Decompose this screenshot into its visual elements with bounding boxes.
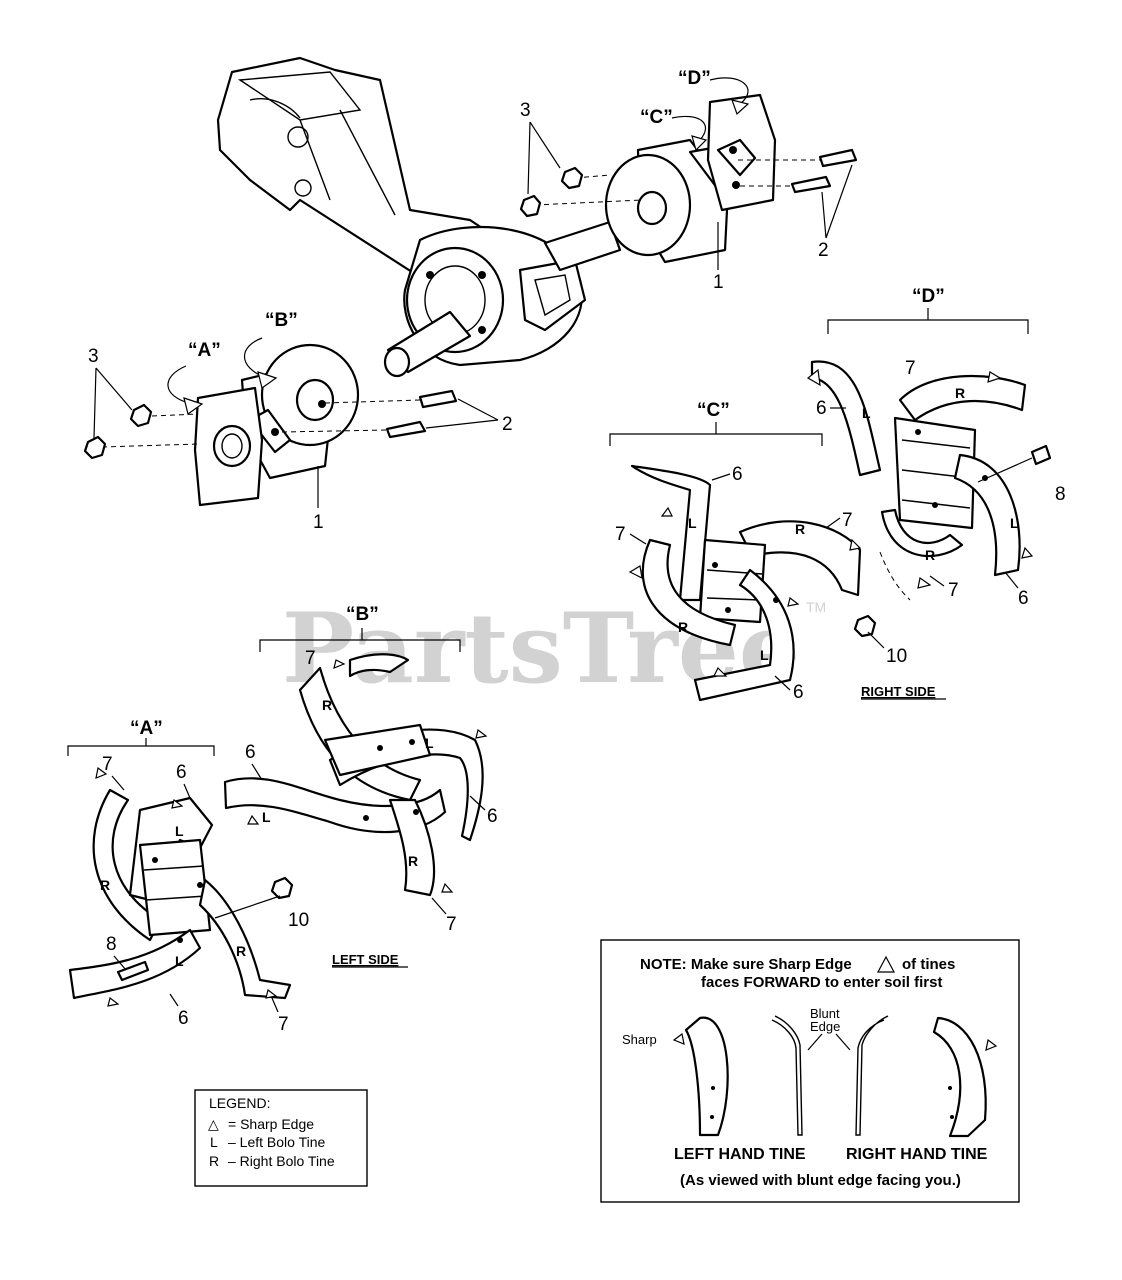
legend-row-3-text: – Right Bolo Tine: [228, 1153, 335, 1169]
group-d-label: “D”: [912, 286, 945, 307]
callouts-left: “B” “A” 3 2 1: [88, 310, 513, 533]
callout-b-top: “B”: [265, 310, 298, 331]
group-a-num-10: 10: [288, 910, 309, 931]
right-hand-tine-sketch: [932, 1016, 987, 1138]
group-b-tine-r: R: [322, 697, 332, 713]
note-footnote: (As viewed with blunt edge facing you.): [680, 1172, 961, 1189]
group-d-tine-l: L: [862, 405, 871, 421]
group-a-num-7: 7: [102, 754, 113, 775]
group-c-tine-l2: L: [760, 647, 769, 663]
group-d-tine-r2: R: [925, 547, 935, 563]
group-d-num-7: 7: [905, 358, 916, 379]
edge-label: Edge: [810, 1019, 840, 1034]
group-a-num-8: 8: [106, 934, 117, 955]
group-c-num-10: 10: [886, 646, 907, 667]
group-c-num-7: 7: [615, 524, 626, 545]
group-c-label: “C”: [697, 400, 730, 421]
tine-group-d: “D” L R L R 7 6 8 7 6: [806, 286, 1066, 609]
group-b-num-6b: 6: [487, 806, 498, 827]
tine-group-c: “C” L R L R 6 7 7 6 10: [609, 400, 907, 703]
group-a-tine-r2: R: [236, 943, 246, 959]
group-a-tine-l: L: [175, 823, 184, 839]
note-line-1: NOTE: Make sure Sharp Edge: [640, 956, 852, 973]
legend-row-2-text: – Left Bolo Tine: [228, 1134, 326, 1150]
group-b-num-7: 7: [305, 648, 316, 669]
left-hand-tine-sketch: [684, 1016, 729, 1137]
legend-row-2-symbol: L: [210, 1134, 218, 1150]
legend-box: LEGEND: △ = Sharp Edge L – Left Bolo Tin…: [194, 1089, 368, 1187]
legend-title: LEGEND:: [209, 1095, 270, 1111]
callout-3-left: 3: [88, 346, 99, 367]
group-a-tine-l2: L: [175, 953, 184, 969]
callout-2-left: 2: [502, 414, 513, 435]
legend-row-1-text: = Sharp Edge: [228, 1116, 314, 1132]
watermark-tm: TM: [806, 599, 826, 615]
group-c-num-6b: 6: [793, 682, 804, 703]
group-a-num-7b: 7: [278, 1014, 289, 1035]
group-d-num-6: 6: [816, 398, 827, 419]
group-d-num-8: 8: [1055, 484, 1066, 505]
legend-row-1-symbol: △: [208, 1116, 219, 1132]
note-line-1-end: of tines: [902, 956, 955, 973]
tine-group-b: “B” R L L R 7 6 6 7: [223, 604, 498, 935]
transmission-housing: [216, 56, 622, 378]
group-d-num-6b: 6: [1018, 588, 1029, 609]
group-c-tine-r2: R: [678, 619, 688, 635]
group-b-tine-l2: L: [425, 735, 434, 751]
group-a-num-6b: 6: [178, 1008, 189, 1029]
hub-right-assembly: [519, 93, 858, 264]
group-c-num-6: 6: [732, 464, 743, 485]
callout-1-top: 1: [713, 272, 724, 293]
callout-2-top: 2: [818, 240, 829, 261]
group-a-tine-r: R: [100, 877, 110, 893]
group-c-tine-l: L: [688, 515, 697, 531]
group-b-tine-r2: R: [408, 853, 418, 869]
tine-group-a: “A” L R L R 7 6 8 6 7 10: [67, 718, 309, 1035]
right-side-label: RIGHT SIDE: [861, 684, 936, 699]
blunt-label: Blunt: [810, 1006, 840, 1021]
sharp-edge-triangle-icon: [877, 955, 895, 973]
group-d-num-7b: 7: [948, 580, 959, 601]
right-hand-tine-label: RIGHT HAND TINE: [846, 1146, 988, 1163]
group-c-tine-r: R: [795, 521, 805, 537]
callout-a-top: “A”: [188, 340, 221, 361]
left-side-label: LEFT SIDE: [332, 952, 399, 967]
group-a-num-6: 6: [176, 762, 187, 783]
callout-c-top: “C”: [640, 107, 673, 128]
callout-3-top: 3: [520, 100, 531, 121]
hub-left-assembly: [83, 343, 458, 507]
note-box: NOTE: Make sure Sharp Edge of tines face…: [600, 939, 1020, 1203]
group-b-num-6: 6: [245, 742, 256, 763]
group-c-num-7b: 7: [842, 510, 853, 531]
group-b-label: “B”: [346, 604, 379, 625]
callout-d-top: “D”: [678, 68, 711, 89]
group-b-num-7b: 7: [446, 914, 457, 935]
group-d-tine-l2: L: [1010, 515, 1019, 531]
sharp-label: Sharp: [622, 1032, 657, 1047]
note-line-2: faces FORWARD to enter soil first: [701, 974, 942, 991]
left-hand-tine-label: LEFT HAND TINE: [674, 1146, 806, 1163]
group-d-tine-r: R: [955, 385, 965, 401]
callouts-top: “D” “C” 3 2 1: [520, 68, 853, 293]
callout-1-left: 1: [313, 512, 324, 533]
legend-row-3-symbol: R: [209, 1153, 219, 1169]
group-b-tine-l: L: [262, 809, 271, 825]
group-a-label: “A”: [130, 718, 163, 739]
